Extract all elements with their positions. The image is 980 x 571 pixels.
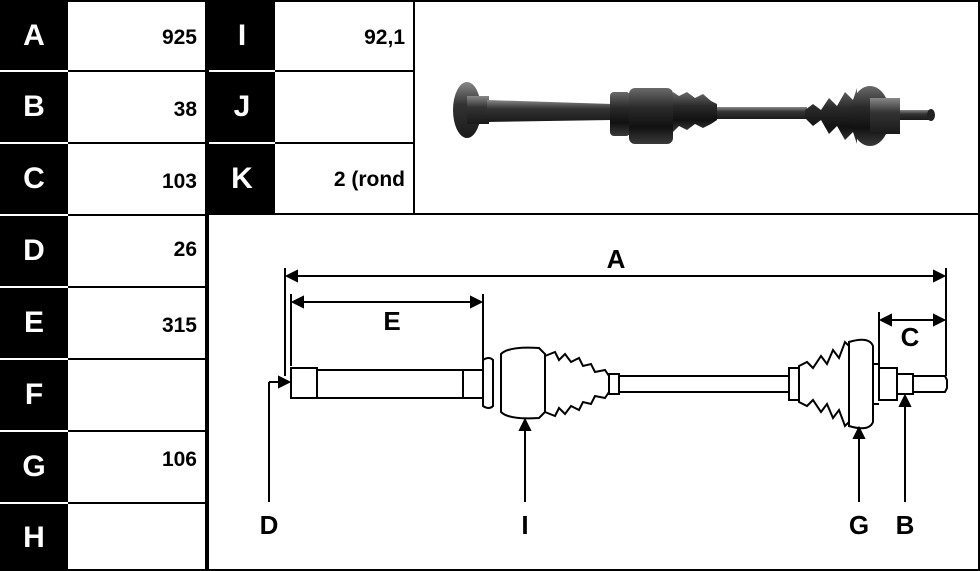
- label-c: C: [901, 322, 920, 352]
- cv-joint-g: [848, 338, 874, 430]
- grid-line: [68, 214, 205, 216]
- spec-value-j: [275, 72, 413, 142]
- label-b: B: [896, 510, 915, 540]
- spec-letter-j: J: [209, 72, 275, 142]
- grid-line-right: [978, 0, 980, 571]
- spec-letter-h: H: [0, 504, 68, 571]
- spec-letter-e: E: [0, 288, 68, 358]
- spec-letter-c: C: [0, 144, 68, 214]
- grid-line: [68, 430, 205, 432]
- tripod-housing-i: [500, 346, 546, 420]
- shaft-end-d: [290, 367, 318, 399]
- spec-letter-d: D: [0, 216, 68, 286]
- intermediate-shaft: [618, 375, 790, 393]
- threaded-end: [912, 375, 948, 393]
- grid-line-bottom: [0, 569, 980, 571]
- spec-letter-f: F: [0, 360, 68, 430]
- drive-shaft-photo-icon: [453, 82, 935, 146]
- spec-value-g: 106: [68, 432, 205, 502]
- outer-step: [788, 367, 800, 401]
- spec-value-f: [68, 360, 205, 430]
- label-e: E: [383, 306, 400, 336]
- tripod-ring: [482, 357, 494, 409]
- label-d: D: [260, 510, 279, 540]
- spec-letter-g: G: [0, 432, 68, 502]
- label-a: A: [607, 244, 626, 274]
- grid-line: [209, 213, 980, 215]
- spec-value-d: 26: [68, 216, 205, 286]
- abs-ring: [878, 367, 898, 401]
- grid-line: [68, 502, 205, 504]
- spec-letter-b: B: [0, 72, 68, 142]
- shaft-step: [608, 373, 620, 395]
- splined-stub-b: [896, 373, 914, 395]
- spec-value-k: 2 (rond: [275, 144, 413, 214]
- grid-line: [68, 70, 205, 72]
- label-g: G: [849, 510, 869, 540]
- grid-line: [68, 142, 205, 144]
- spec-value-h: [68, 504, 205, 571]
- shaft-left: [316, 369, 464, 399]
- grid-line: [68, 358, 205, 360]
- grid-line: [275, 142, 415, 144]
- inner-boot: [544, 350, 610, 418]
- spec-value-a: 925: [68, 2, 205, 70]
- drive-shaft-drawing-icon: A E C D I G B: [260, 244, 948, 540]
- grid-divider: [413, 0, 415, 215]
- spec-letter-i: I: [209, 2, 275, 70]
- outer-boot: [798, 340, 850, 428]
- grid-divider: [205, 0, 209, 571]
- spec-value-i: 92,1: [275, 2, 413, 70]
- spec-value-e: 315: [68, 288, 205, 358]
- label-i: I: [521, 510, 528, 540]
- spec-letter-k: K: [209, 144, 275, 214]
- spec-value-b: 38: [68, 72, 205, 142]
- shaft-collar: [462, 369, 484, 399]
- spec-value-c: 103: [68, 144, 205, 214]
- grid-line-top: [0, 0, 980, 2]
- grid-line: [275, 70, 415, 72]
- grid-line: [68, 286, 205, 288]
- spec-letter-a: A: [0, 2, 68, 70]
